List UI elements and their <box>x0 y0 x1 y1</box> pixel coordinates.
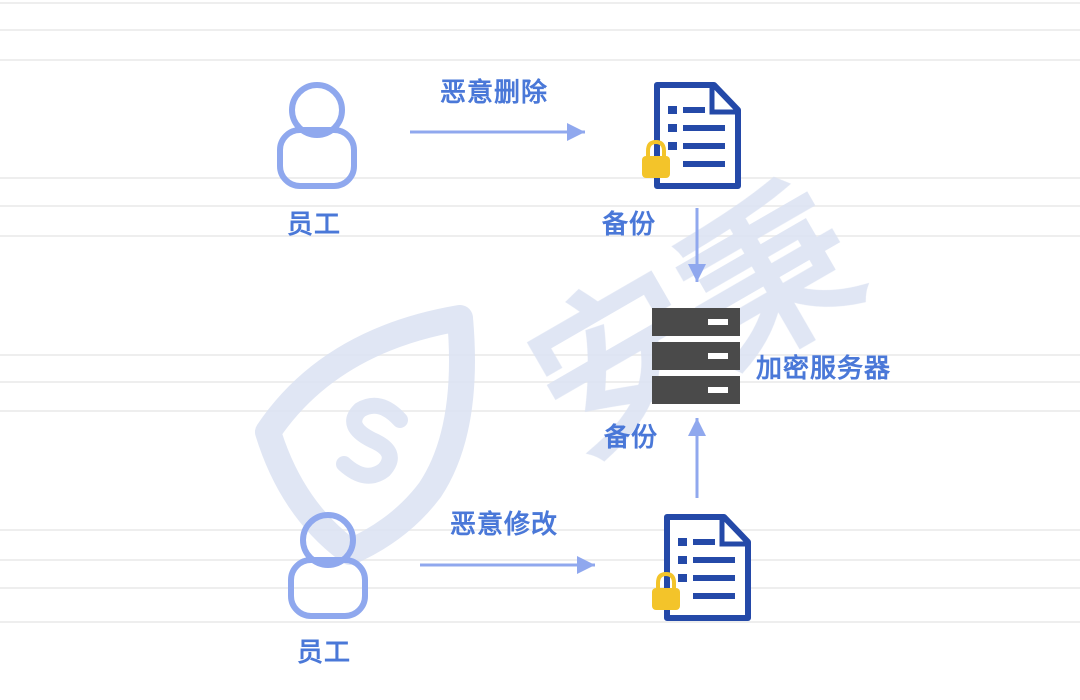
locked-document-icon <box>642 82 741 189</box>
watermark: 安秉 <box>255 152 893 565</box>
locked-document-icon <box>652 514 751 621</box>
label-employee-bottom: 员工 <box>297 638 352 668</box>
watermark-shield-icon <box>255 305 475 565</box>
label-encrypted-server: 加密服务器 <box>756 354 892 384</box>
label-malicious-modify: 恶意修改 <box>450 510 559 540</box>
label-backup-bottom: 备份 <box>604 423 659 453</box>
server-rack-icon <box>652 308 740 404</box>
lock-icon <box>642 139 670 178</box>
label-malicious-delete: 恶意删除 <box>440 78 549 108</box>
person-icon <box>277 82 357 189</box>
person-icon <box>288 512 368 619</box>
lock-icon <box>652 571 680 610</box>
label-backup-top: 备份 <box>602 210 657 240</box>
label-employee-top: 员工 <box>287 210 342 240</box>
